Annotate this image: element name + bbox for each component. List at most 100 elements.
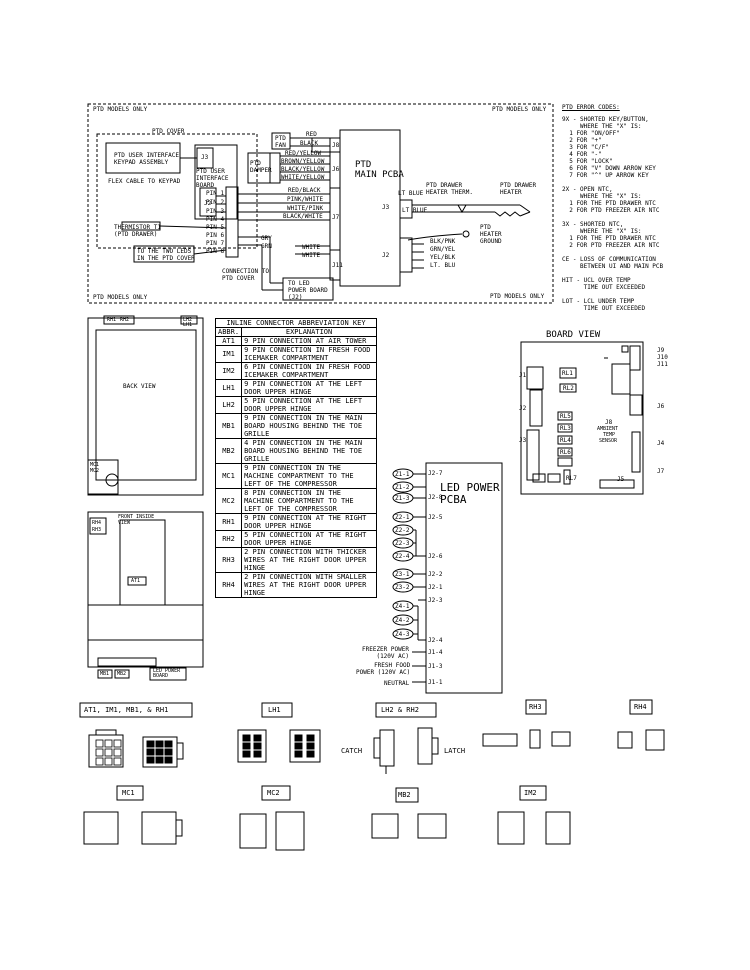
led-pin-label: J2-7	[428, 470, 443, 477]
expl-cell: 2 PIN CONNECTION WITH SMALLER WIRES AT T…	[241, 572, 377, 598]
tag-rh3: RH3	[92, 527, 102, 533]
abbr-cell: MB1	[214, 413, 243, 439]
bv-j5: J5	[617, 476, 625, 483]
j2-wire-3: YEL/BLK	[430, 254, 456, 261]
abbr-cell: IM1	[214, 345, 243, 363]
j8-label: J8	[332, 142, 340, 149]
bv-rl5: RL5	[560, 413, 571, 420]
bv-rl6: RL6	[560, 449, 571, 456]
pin-1: PIN 1	[206, 190, 225, 197]
led-oval-label: Z1-1	[395, 471, 410, 478]
error-codes-title: PTD ERROR CODES:	[562, 104, 620, 111]
wire-white-1: WHITE	[302, 244, 321, 251]
tag-lh1: LH1	[183, 322, 193, 328]
mb2-label: MB2	[398, 791, 411, 799]
bv-j9: J9	[657, 347, 665, 354]
ptd-damper-label: PTD DAMPER	[250, 160, 272, 174]
abbr-cell: RH1	[214, 513, 243, 531]
led-pin-label: J2-8	[428, 494, 443, 501]
im2-label: IM2	[524, 789, 537, 797]
wire-j7-2: PINK/WHITE	[287, 196, 324, 203]
expl-cell: 9 PIN CONNECTION IN THE MAIN BOARD HOUSI…	[241, 413, 377, 439]
pin-4: PIN 4	[206, 216, 225, 223]
bv-j7: J7	[657, 468, 665, 475]
abbr-cell: MB2	[214, 438, 243, 464]
j6-label: J6	[332, 166, 340, 173]
pin-5: PIN 5	[206, 224, 225, 231]
pin-8: PIN 8	[206, 248, 225, 255]
j11-label: J11	[332, 262, 343, 269]
bv-j1: J1	[519, 372, 527, 379]
abbr-cell: LH2	[214, 396, 243, 414]
pin-2: PIN 2	[206, 199, 225, 206]
led-pin-label: J2-4	[428, 637, 443, 644]
expl-col-header: EXPLANATION	[241, 327, 377, 337]
main-pcba-label: PTD MAIN PCBA	[355, 160, 404, 180]
drawer-therm-label: PTD DRAWER HEATER THERM.	[426, 182, 473, 196]
led-oval-label: Z1-3	[395, 495, 410, 502]
thermistor-label: THERMISTOR T1 (PTD DRAWER)	[114, 224, 161, 238]
led-oval-label: Z2-3	[395, 540, 410, 547]
expl-cell: 9 PIN CONNECTION IN FRESH FOOD ICEMAKER …	[241, 345, 377, 363]
j3-label: J3	[201, 154, 209, 161]
expl-cell: 2 PIN CONNECTION WITH THICKER WIRES AT T…	[241, 547, 377, 573]
wire-j7-1: RED/BLACK	[288, 187, 321, 194]
abbr-cell: AT1	[214, 336, 243, 346]
fresh-food-power-label: FRESH FOOD POWER (120V AC)	[356, 662, 411, 676]
pin-3: PIN 3	[206, 208, 225, 215]
conn-cover-label: CONNECTION TO PTD COVER	[222, 268, 269, 282]
tag-rh4: RH4	[92, 520, 102, 526]
led-oval-label: Z3-1	[395, 571, 410, 578]
catch-label: CATCH	[341, 747, 363, 755]
flex-cable-label: FLEX CABLE TO KEYPAD	[108, 178, 181, 185]
wire-damper-3: BLACK/YELLOW	[281, 166, 325, 173]
expl-cell: 8 PIN CONNECTION IN THE MACHINE COMPARTM…	[241, 488, 377, 514]
wire-j7-4: BLACK/WHITE	[283, 213, 323, 220]
j2b-label: J2	[382, 252, 390, 259]
corner-label-bl: PTD MODELS ONLY	[93, 294, 148, 301]
led-oval-label: Z3-2	[395, 584, 410, 591]
to-led-board-label: TO LED POWER BOARD (J2)	[288, 280, 328, 301]
led-oval-label: Z4-2	[395, 617, 410, 624]
pin-7: PIN 7	[206, 240, 225, 247]
wire-fan-red: RED	[306, 131, 317, 138]
expl-cell: 5 PIN CONNECTION AT THE LEFT DOOR UPPER …	[241, 396, 377, 414]
bv-temp: TEMP	[603, 432, 616, 438]
led-oval-label: Z2-2	[395, 527, 410, 534]
expl-cell: 9 PIN CONNECTION AT THE RIGHT DOOR UPPER…	[241, 513, 377, 531]
bv-j2: J2	[519, 405, 527, 412]
board-view-title: BOARD VIEW	[546, 330, 601, 340]
bv-ambient: AMBIENT	[597, 426, 619, 432]
wire-damper-4: WHITE/YELLOW	[281, 174, 325, 181]
tag-mb1: MB1	[100, 671, 110, 677]
abbr-cell: RH3	[214, 547, 243, 573]
tag-rh1: RH1	[107, 317, 117, 323]
expl-cell: 9 PIN CONNECTION AT AIR TOWER	[241, 336, 377, 346]
bv-sensor: SENSOR	[599, 438, 618, 444]
wire-fan-black: BLACK	[300, 140, 319, 147]
bv-rl1: RL1	[562, 370, 573, 377]
bv-j11: J11	[657, 361, 668, 368]
two-leds-label: TO THE TWO LEDS IN THE PTD COVER	[137, 248, 195, 262]
expl-cell: 9 PIN CONNECTION AT THE LEFT DOOR UPPER …	[241, 379, 377, 397]
wire-white-2: WHITE	[302, 252, 321, 259]
abbreviation-table: INLINE CONNECTOR ABBREVIATION KEY ABBR. …	[214, 318, 377, 598]
ui-keypad-label: PTD USER INTERFACE KEYPAD ASSEMBLY	[114, 152, 180, 166]
tag-mc2: MC2	[90, 468, 100, 474]
led-pin-label: J2-2	[428, 571, 443, 578]
bv-j6: J6	[657, 403, 665, 410]
corner-label-br: PTD MODELS ONLY	[490, 293, 545, 300]
heater-ground-label: PTD HEATER GROUND	[480, 224, 502, 245]
wire-grn: GRN	[261, 243, 272, 250]
led-oval-label: Z2-1	[395, 514, 410, 521]
